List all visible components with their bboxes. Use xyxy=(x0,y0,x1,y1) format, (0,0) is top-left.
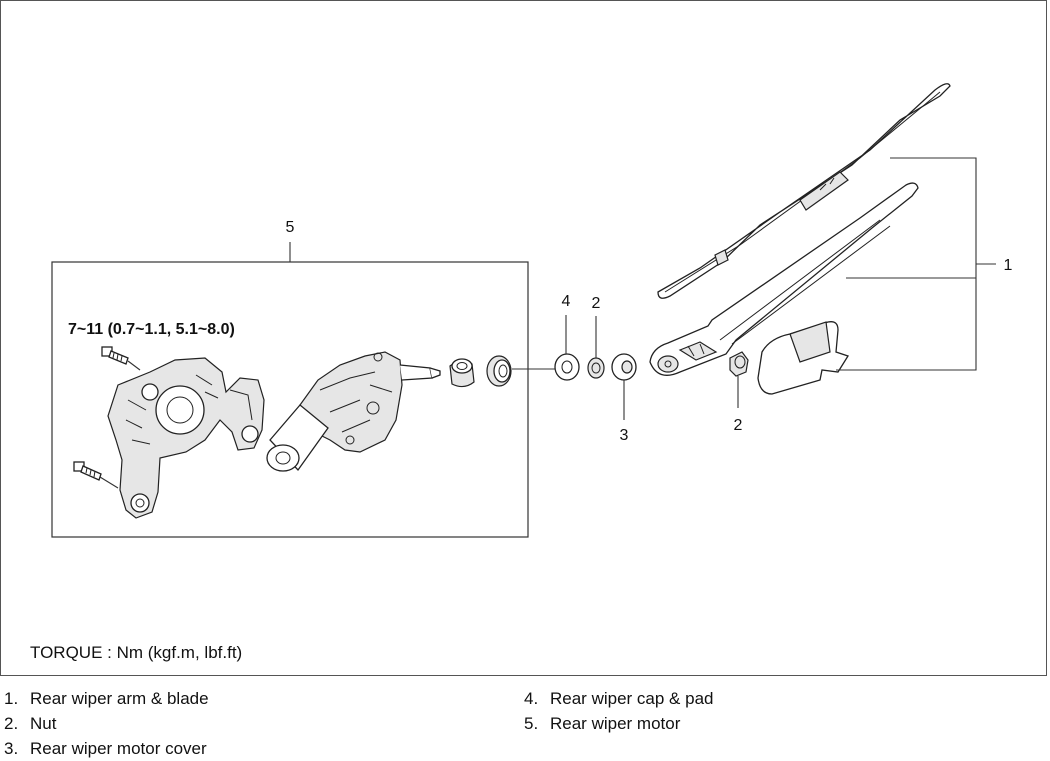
callout-3: 3 xyxy=(620,427,629,444)
callout-2-left: 2 xyxy=(592,295,601,312)
callout-4: 4 xyxy=(562,293,571,310)
wiper-motor xyxy=(266,351,441,472)
wiper-blade xyxy=(657,83,951,299)
callout-5: 5 xyxy=(286,219,295,236)
shaft-bushing xyxy=(486,355,512,387)
legend-right: 4.Rear wiper cap & pad 5.Rear wiper moto… xyxy=(524,686,713,736)
torque-spec: 7~11 (0.7~1.1, 5.1~8.0) xyxy=(68,321,235,338)
exploded-diagram: 5 7~11 (0.7~1.1, 5.1~8.0) xyxy=(51,83,1013,538)
nut-right xyxy=(729,351,749,377)
diagram-frame xyxy=(0,0,1047,676)
shaft-grommet xyxy=(449,358,475,388)
callout-2-right: 2 xyxy=(734,417,743,434)
upper-bolt xyxy=(101,346,141,371)
legend-item-5: 5.Rear wiper motor xyxy=(524,714,681,733)
legend-item-3: 3.Rear wiper motor cover xyxy=(4,739,207,758)
legend-item-2: 2.Nut xyxy=(4,714,57,733)
nut-left xyxy=(587,357,605,379)
motor-bracket xyxy=(107,357,265,519)
cap-pad xyxy=(554,353,580,381)
legend-item-1: 1.Rear wiper arm & blade xyxy=(4,689,209,708)
lower-bolt xyxy=(73,461,119,489)
legend-left: 1.Rear wiper arm & blade 2.Nut 3.Rear wi… xyxy=(4,686,209,761)
legend-item-4: 4.Rear wiper cap & pad xyxy=(524,689,714,708)
wiper-arm xyxy=(649,182,919,376)
motor-cover xyxy=(611,353,637,381)
wiper-arm-cap xyxy=(757,321,849,395)
torque-unit-note: TORQUE : Nm (kgf.m, lbf.ft) xyxy=(30,643,243,662)
callout-1: 1 xyxy=(1004,257,1013,274)
